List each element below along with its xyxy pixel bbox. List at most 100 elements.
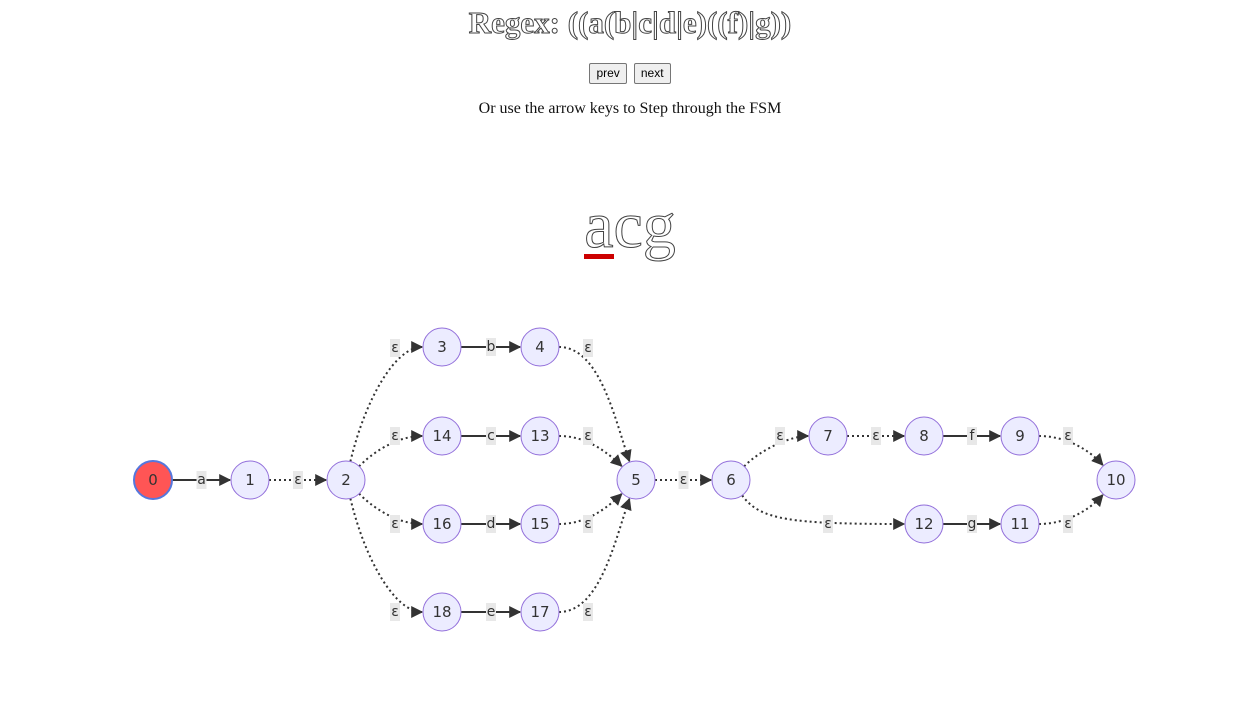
transition-label-bg [390, 427, 400, 445]
transition-label-bg [486, 427, 496, 445]
state-10: 10 [1096, 460, 1136, 500]
state-circle [1000, 504, 1040, 544]
transition-label-bg [293, 471, 303, 489]
transition-label: ε [391, 604, 399, 620]
transition-6-7 [743, 430, 810, 468]
transition-label-bg [678, 471, 689, 489]
transition-label: ε [391, 340, 399, 356]
state-circle [520, 327, 560, 367]
state-label: 11 [1010, 515, 1029, 533]
transition-label: ε [584, 516, 592, 532]
state-label: 2 [341, 471, 351, 489]
transition-label: f [970, 428, 976, 444]
state-3: 3 [422, 327, 462, 367]
state-circle [520, 416, 560, 456]
state-14: 14 [422, 416, 462, 456]
state-label: 3 [437, 338, 447, 356]
transition-label: ε [872, 428, 880, 444]
state-16: 16 [422, 504, 462, 544]
state-1: 1 [230, 460, 270, 500]
transition-label: d [487, 516, 496, 532]
transition-label-bg [583, 339, 593, 357]
state-label: 18 [432, 603, 451, 621]
state-label: 8 [919, 427, 929, 445]
state-label: 9 [1015, 427, 1025, 445]
transition-label: ε [1064, 516, 1072, 532]
state-label: 10 [1106, 471, 1125, 489]
transition-label-bg [390, 339, 400, 357]
transition-6-12 [741, 494, 906, 530]
state-circle [422, 327, 462, 367]
state-18: 18 [422, 592, 462, 632]
transition-label-bg [823, 515, 833, 533]
input-char: a [584, 189, 614, 263]
state-label: 14 [432, 427, 451, 445]
state-label: 15 [530, 515, 549, 533]
state-2: 2 [326, 460, 366, 500]
prev-button[interactable]: prev [589, 62, 627, 84]
instructions-text: Or use the arrow keys to Step through th… [478, 100, 782, 117]
transition-label: ε [391, 428, 399, 444]
transition-label-bg [871, 427, 881, 445]
state-label: 1 [245, 471, 255, 489]
state-circle [422, 592, 462, 632]
state-circle [422, 416, 462, 456]
state-7: 7 [808, 416, 848, 456]
transition-label-bg [390, 603, 400, 621]
transition-label: ε [680, 472, 688, 488]
transition-label: e [487, 604, 496, 620]
transition-label: ε [584, 604, 592, 620]
state-circle [326, 460, 366, 500]
state-circle [422, 504, 462, 544]
state-circle [808, 416, 848, 456]
transition-11-10 [1038, 494, 1104, 525]
transition-label: c [487, 428, 495, 444]
transition-4-5 [558, 346, 632, 463]
transition-label-bg [486, 338, 496, 356]
transition-label: ε [391, 516, 399, 532]
transition-15-5 [558, 493, 623, 525]
state-label: 5 [631, 471, 641, 489]
transition-label: ε [584, 340, 592, 356]
step-controls: prev next [0, 62, 1260, 84]
state-circle [133, 460, 173, 500]
input-char: g [642, 189, 676, 263]
transition-label-bg [486, 603, 496, 621]
transition-label: ε [1064, 428, 1072, 444]
state-label: 4 [535, 338, 545, 356]
state-label: 17 [530, 603, 549, 621]
state-label: 12 [914, 515, 933, 533]
state-circle [520, 592, 560, 632]
state-6: 6 [711, 460, 751, 500]
state-circle [904, 416, 944, 456]
transition-label-bg [583, 603, 593, 621]
state-11: 11 [1000, 504, 1040, 544]
transition-label-bg [1063, 515, 1073, 533]
transition-label: ε [294, 472, 302, 488]
transition-label-bg [196, 471, 207, 489]
transition-label-bg [1063, 427, 1073, 445]
transition-label: g [968, 516, 977, 532]
state-label: 7 [823, 427, 833, 445]
transition-9-10 [1038, 435, 1104, 466]
state-4: 4 [520, 327, 560, 367]
next-button[interactable]: next [633, 62, 671, 84]
input-char: c [613, 189, 643, 263]
transition-label-bg [967, 515, 977, 533]
state-circle [1000, 416, 1040, 456]
state-circle [520, 504, 560, 544]
state-circle [1096, 460, 1136, 500]
page-title: Regex: ((a(b|c|d|e)((f)|g)) [468, 5, 792, 41]
transition-label: ε [824, 516, 832, 532]
transition-label-bg [583, 427, 593, 445]
state-5: 5 [616, 460, 656, 500]
transition-label-bg [967, 427, 977, 445]
transition-label-bg [486, 515, 496, 533]
state-8: 8 [904, 416, 944, 456]
transition-label: ε [776, 428, 784, 444]
transition-label-bg [775, 427, 785, 445]
state-circle [904, 504, 944, 544]
state-13: 13 [520, 416, 560, 456]
transition-label: a [197, 472, 206, 488]
